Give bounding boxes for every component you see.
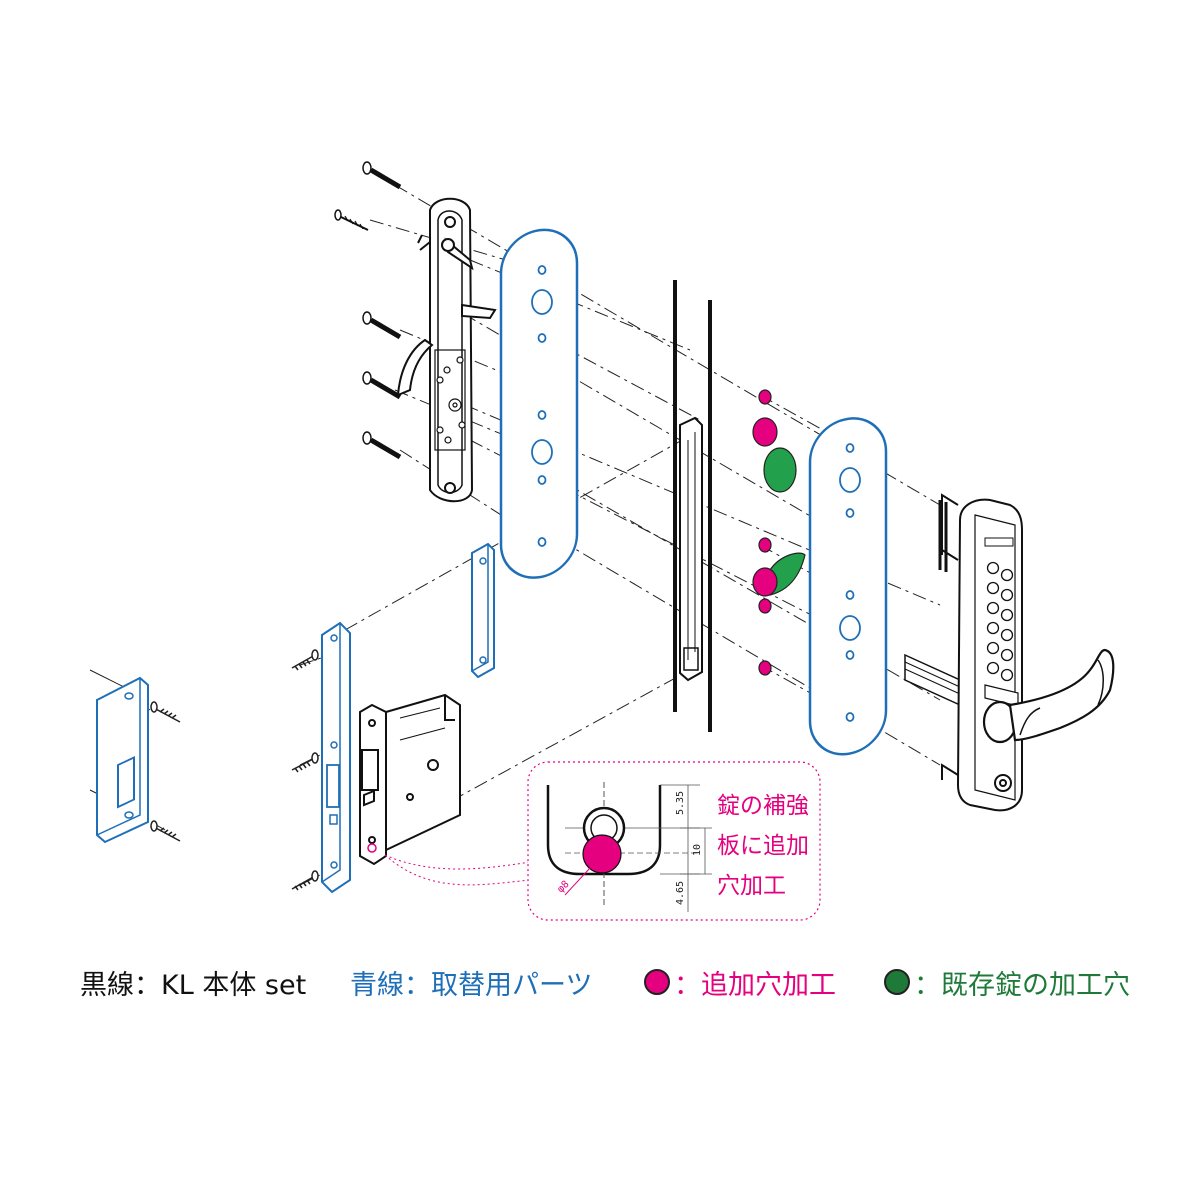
legend-blue: 青線：取替用パーツ	[350, 962, 592, 1002]
callout-line-3: 穴加工	[717, 873, 786, 899]
callout-line-1: 錠の補強	[717, 793, 809, 819]
strike-plate	[89, 669, 181, 844]
legend-magenta: ：追加穴加工	[644, 962, 836, 1002]
legend-black: 黒線：KL 本体 set	[80, 962, 306, 1002]
magenta-dot-icon	[644, 969, 670, 995]
legend-black-label: 黒線：KL 本体 set	[80, 969, 307, 1001]
legend-green: ：既存錠の加工穴	[884, 962, 1130, 1002]
callout-line-2: 板に追加	[717, 833, 809, 859]
dimension-middle: 10	[692, 844, 703, 856]
keypad-lock-body	[904, 493, 1023, 812]
green-dot-icon	[884, 969, 910, 995]
legend-blue-label: 青線：取替用パーツ	[350, 969, 593, 1001]
dimension-top: 5.35	[675, 791, 686, 815]
dimension-bottom: 4.65	[675, 881, 686, 905]
door-section	[673, 280, 712, 732]
inner-backplate	[499, 228, 579, 579]
drilled-holes	[752, 389, 806, 676]
legend-magenta-label: ：追加穴加工	[674, 969, 836, 1001]
reinforcement-plate	[471, 542, 495, 679]
lever-handle-icon	[982, 648, 1115, 744]
callout-text: 錠の補強 板に追加 穴加工	[717, 786, 809, 906]
outer-backplate	[808, 417, 888, 756]
face-plate	[291, 621, 351, 894]
legend-green-label: ：既存錠の加工穴	[914, 969, 1130, 1001]
screw-icon	[334, 161, 402, 460]
callout-bubble: 5.35 10 4.65 φ8	[384, 761, 821, 921]
screw-icon	[150, 701, 181, 842]
inner-handle-body	[396, 197, 497, 503]
lock-case	[359, 693, 461, 866]
screw-icon	[291, 649, 319, 891]
